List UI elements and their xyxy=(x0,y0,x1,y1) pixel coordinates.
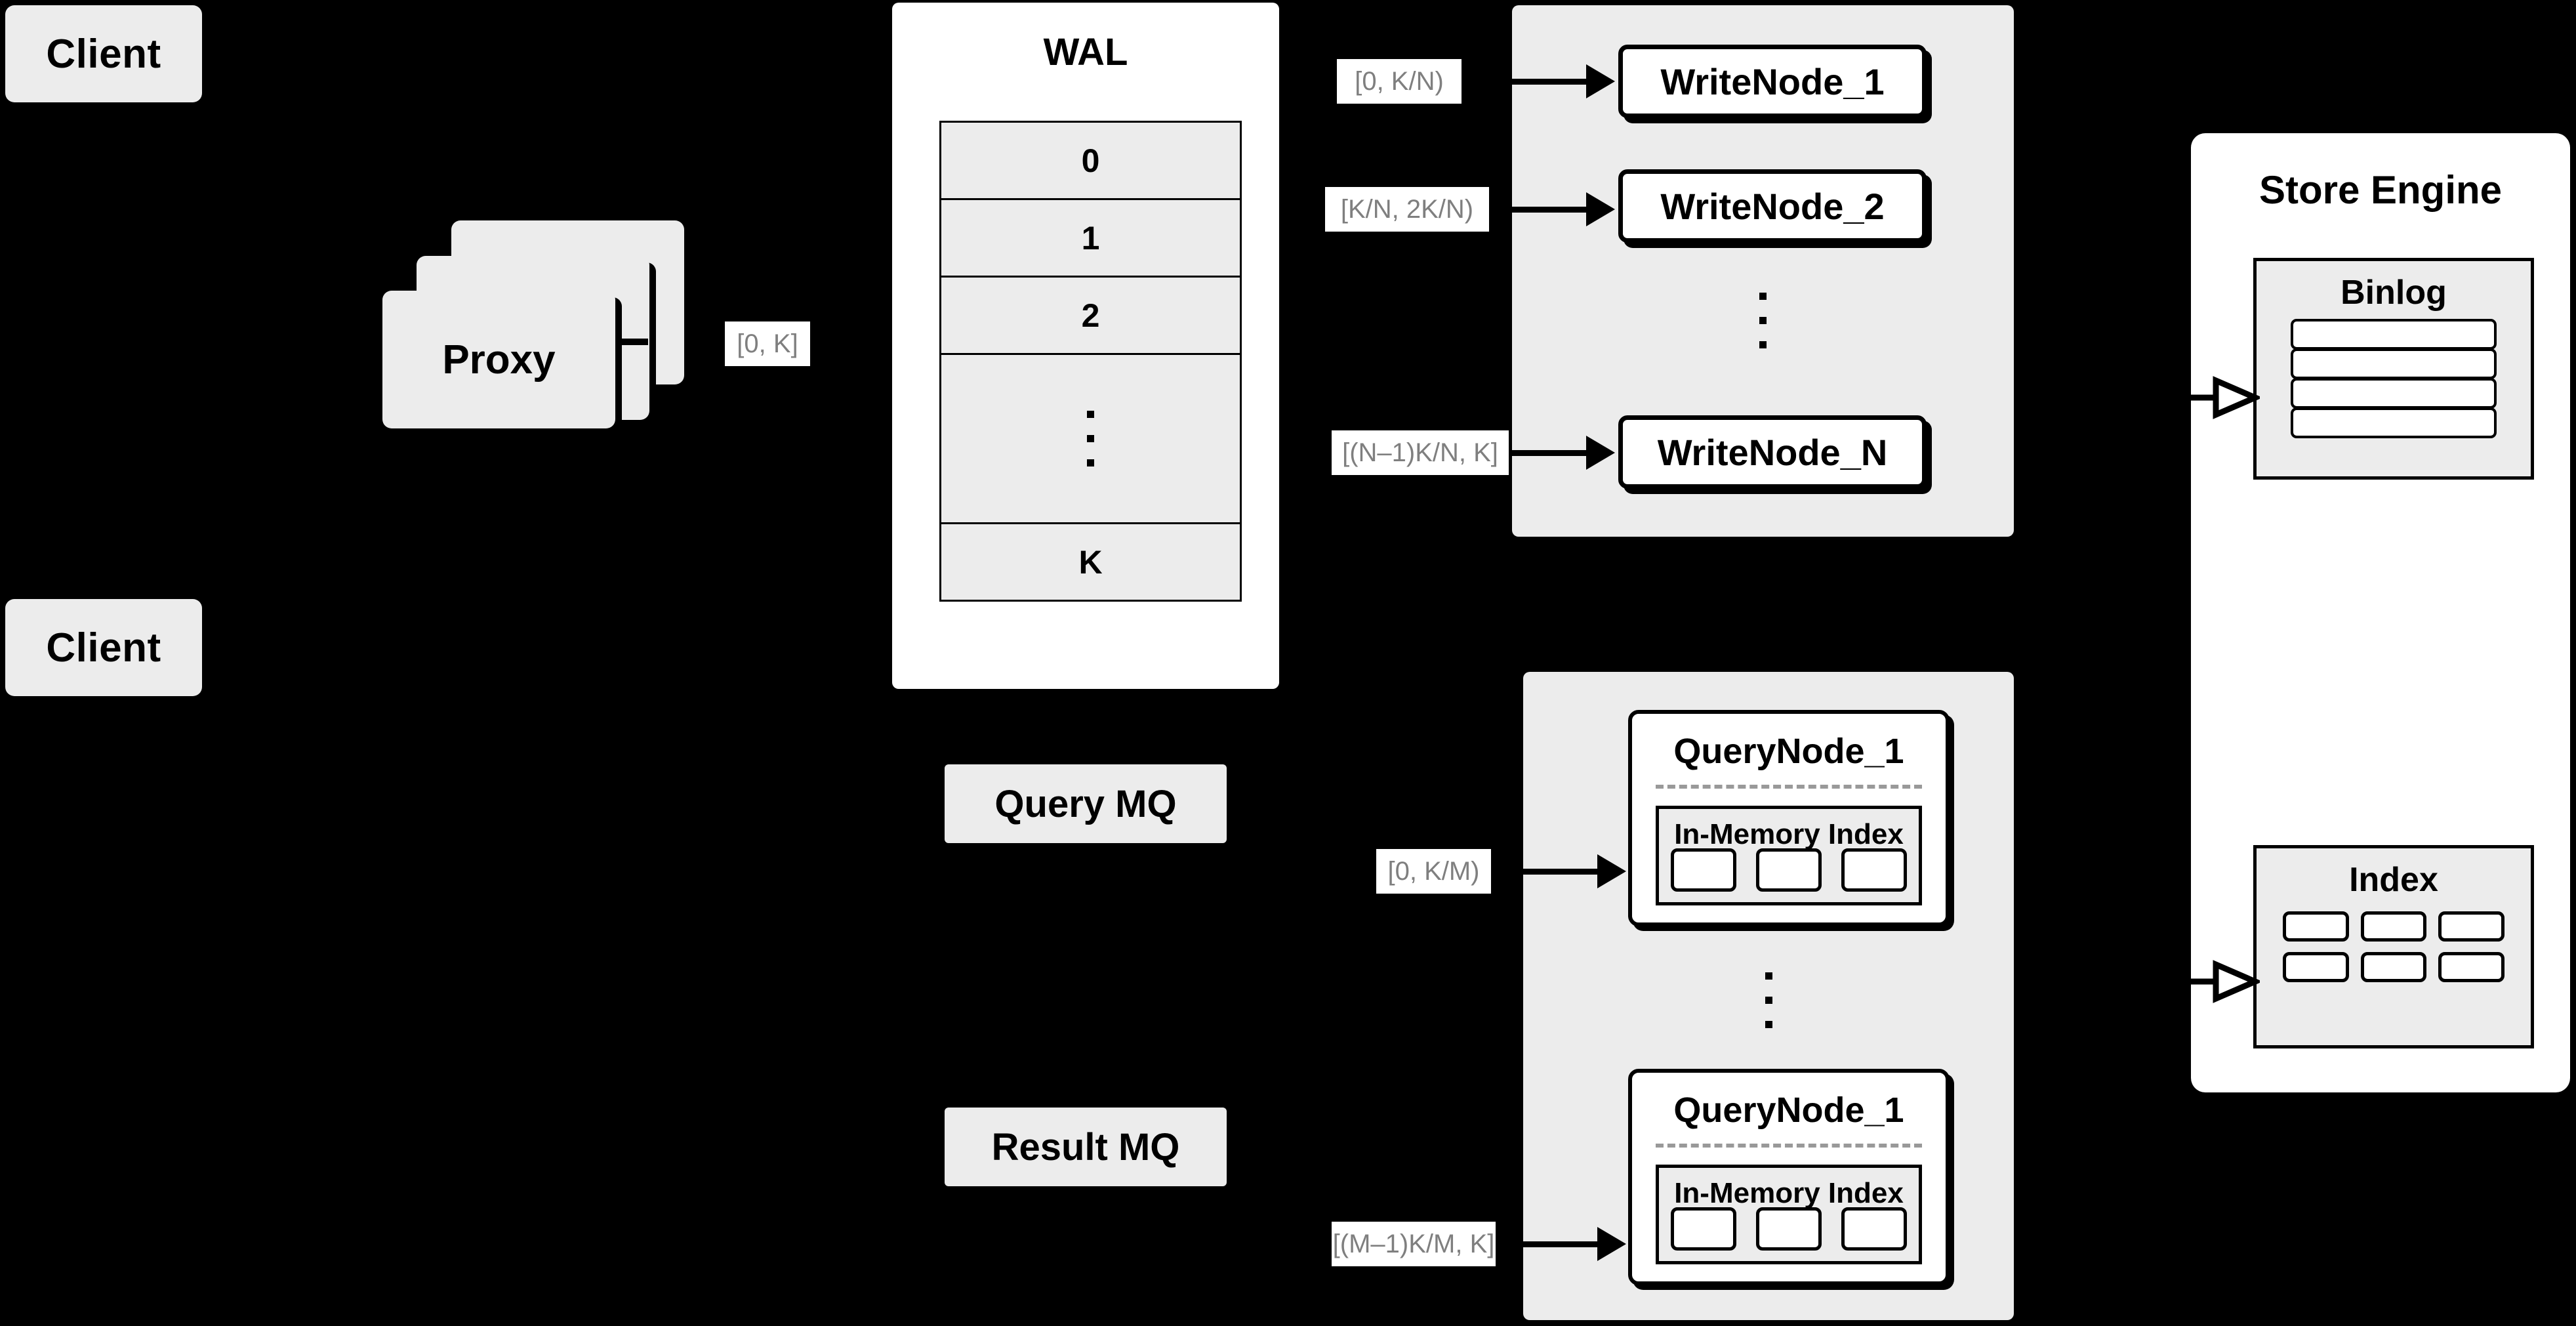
client-box-1[interactable]: Client xyxy=(5,5,202,102)
arrow-line-write-node-2 xyxy=(1489,207,1586,213)
store-engine-panel: Store Engine Binlog Index xyxy=(2191,133,2570,1092)
arrow-line-query-node-2 xyxy=(1496,1241,1597,1247)
index-cell xyxy=(1756,1207,1822,1251)
wal-row-2: 2 xyxy=(941,278,1240,355)
arrow-to-binlog xyxy=(2178,375,2260,420)
ellipsis-dot xyxy=(1765,1020,1772,1028)
query-node-1[interactable]: QueryNode_1 In-Memory Index xyxy=(1628,710,1950,926)
arrow-head-query-node-1 xyxy=(1597,854,1626,888)
interval-label-write-node-2: [K/N, 2K/N) xyxy=(1325,187,1489,232)
write-node-n[interactable]: WriteNode_N xyxy=(1618,415,1927,489)
arrow-line-write-node-1 xyxy=(1462,79,1586,85)
binlog-row-list xyxy=(2291,319,2497,438)
write-node-1[interactable]: WriteNode_1 xyxy=(1618,45,1927,118)
result-mq-label: Result MQ xyxy=(991,1125,1180,1169)
index-cell xyxy=(2360,911,2427,942)
arrow-line-query-node-1 xyxy=(1491,869,1597,875)
index-cell xyxy=(2283,911,2349,942)
write-node-1-label: WriteNode_1 xyxy=(1660,60,1885,102)
arrow-to-index xyxy=(2178,959,2260,1004)
wal-entry-table: 0 1 2 K xyxy=(939,121,1242,602)
index-cell xyxy=(1671,1207,1736,1251)
interval-label-query-node-1: [0, K/M) xyxy=(1376,849,1491,894)
wal-row-k: K xyxy=(941,524,1240,600)
result-mq-box[interactable]: Result MQ xyxy=(945,1108,1227,1186)
query-mq-box[interactable]: Query MQ xyxy=(945,764,1227,843)
index-cell xyxy=(1841,1207,1907,1251)
wal-row-0: 0 xyxy=(941,123,1240,200)
query-node-2[interactable]: QueryNode_1 In-Memory Index xyxy=(1628,1069,1950,1285)
index-cell xyxy=(1841,848,1907,892)
ellipsis-dot xyxy=(1765,972,1772,980)
query-mq-label: Query MQ xyxy=(994,782,1177,825)
index-cell-grid xyxy=(2283,911,2504,982)
wal-row-1: 1 xyxy=(941,200,1240,278)
query-node-ellipsis xyxy=(1523,954,2014,1046)
ellipsis-dot xyxy=(1759,292,1767,300)
client-label-2: Client xyxy=(46,625,161,671)
index-title: Index xyxy=(2349,861,2438,899)
interval-label-query-node-2: [(M–1)K/M, K] xyxy=(1332,1222,1496,1266)
binlog-row xyxy=(2291,348,2497,379)
in-memory-index-cells-2 xyxy=(1659,1207,1919,1251)
index-cell xyxy=(1756,848,1822,892)
query-node-1-separator xyxy=(1656,785,1922,789)
client-box-2[interactable]: Client xyxy=(5,599,202,696)
arrow-line-write-node-n xyxy=(1509,450,1586,456)
proxy-connector-stub xyxy=(615,339,648,345)
hollow-arrow-icon xyxy=(2178,376,2260,419)
arrow-head-write-node-1 xyxy=(1586,64,1615,98)
interval-label-proxy-output: [0, K] xyxy=(725,321,810,366)
hollow-arrow-icon xyxy=(2178,960,2260,1003)
interval-label-write-node-1: [0, K/N) xyxy=(1337,59,1462,104)
in-memory-index-cells-1 xyxy=(1659,848,1919,892)
ellipsis-dot xyxy=(1759,341,1767,348)
wal-row-ellipsis xyxy=(941,355,1240,524)
arrow-head-query-node-2 xyxy=(1597,1227,1626,1261)
binlog-row xyxy=(2291,407,2497,438)
interval-label-write-node-n: [(N–1)K/N, K] xyxy=(1332,430,1509,475)
in-memory-index-title-2: In-Memory Index xyxy=(1674,1177,1904,1209)
write-node-2-label: WriteNode_2 xyxy=(1660,185,1885,227)
arrow-head-write-node-2 xyxy=(1586,192,1615,226)
binlog-title: Binlog xyxy=(2341,274,2447,312)
index-cell xyxy=(2438,952,2504,982)
wal-title: WAL xyxy=(1043,31,1128,73)
index-panel: Index xyxy=(2253,845,2534,1048)
query-node-1-in-memory-index: In-Memory Index xyxy=(1656,806,1922,905)
write-node-2[interactable]: WriteNode_2 xyxy=(1618,169,1927,243)
ellipsis-dot xyxy=(1087,411,1094,418)
index-cell xyxy=(2360,952,2427,982)
ellipsis-dot xyxy=(1765,996,1772,1004)
write-node-ellipsis xyxy=(1512,271,2014,369)
proxy-label: Proxy xyxy=(442,337,556,383)
write-node-n-label: WriteNode_N xyxy=(1657,431,1888,473)
ellipsis-dot xyxy=(1759,316,1767,324)
index-cell xyxy=(2438,911,2504,942)
store-engine-title: Store Engine xyxy=(2259,168,2503,212)
binlog-row xyxy=(2291,319,2497,350)
index-cell xyxy=(2283,952,2349,982)
query-node-2-label: QueryNode_1 xyxy=(1673,1090,1904,1130)
in-memory-index-title-1: In-Memory Index xyxy=(1674,818,1904,850)
query-node-2-separator xyxy=(1656,1144,1922,1148)
arrow-head-write-node-n xyxy=(1586,436,1615,470)
binlog-panel: Binlog xyxy=(2253,258,2534,480)
query-node-2-in-memory-index: In-Memory Index xyxy=(1656,1165,1922,1264)
query-node-1-label: QueryNode_1 xyxy=(1673,732,1904,771)
binlog-row xyxy=(2291,378,2497,409)
client-label-1: Client xyxy=(46,31,161,77)
proxy-card-front[interactable]: Proxy xyxy=(382,291,615,428)
wal-panel: WAL 0 1 2 K xyxy=(892,3,1279,689)
query-node-group-panel: QueryNode_1 In-Memory Index QueryNode_1 … xyxy=(1523,672,2014,1320)
ellipsis-dot xyxy=(1087,459,1094,466)
index-cell xyxy=(1671,848,1736,892)
ellipsis-dot xyxy=(1087,435,1094,442)
